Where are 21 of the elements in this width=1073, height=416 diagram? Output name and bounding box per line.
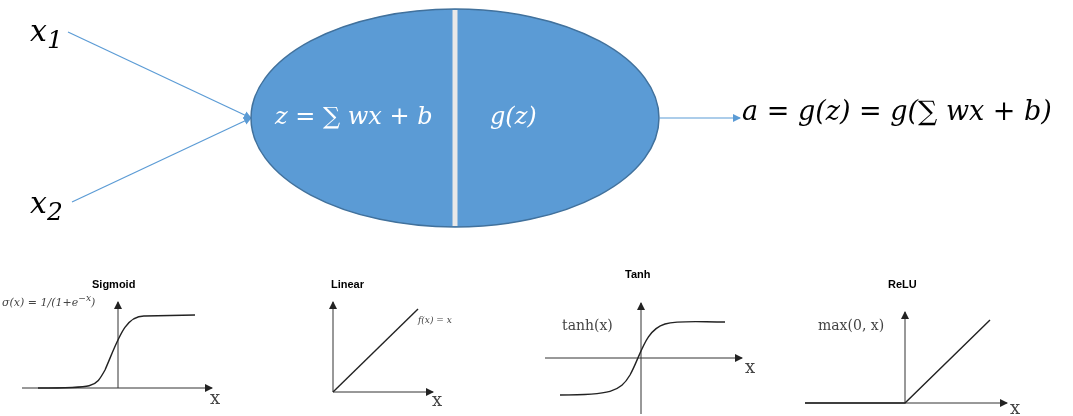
function-formula: max(0, x) bbox=[818, 318, 885, 334]
neuron-ellipse bbox=[250, 8, 660, 228]
input-variable: x$_{2}$ bbox=[30, 185, 63, 220]
input-variable: x$_{1}$ bbox=[30, 13, 63, 48]
arrow bbox=[67, 31, 252, 119]
arrow bbox=[71, 117, 252, 203]
axis-label: x bbox=[210, 388, 221, 408]
axis-label: x bbox=[432, 390, 443, 410]
plot-title: Tanh bbox=[625, 268, 651, 281]
formula-text: g(z) bbox=[490, 103, 537, 130]
plot-title: ReLU bbox=[888, 278, 917, 291]
formula-text: z = ∑ wx + b bbox=[275, 103, 433, 130]
function-formula: σ(x) = 1/(1+e$^{−x}$) bbox=[2, 293, 96, 309]
function-formula: tanh(x) bbox=[562, 318, 613, 334]
output-formula: a = g(z) = g(∑ wx + b) bbox=[742, 95, 1052, 126]
plot-title: Linear bbox=[331, 278, 364, 291]
axis-label: x bbox=[745, 357, 756, 377]
function-formula: f(x) = x bbox=[418, 316, 452, 326]
axis-label: x bbox=[1010, 398, 1021, 416]
arrow bbox=[659, 114, 741, 122]
plot-title: Sigmoid bbox=[92, 278, 136, 291]
